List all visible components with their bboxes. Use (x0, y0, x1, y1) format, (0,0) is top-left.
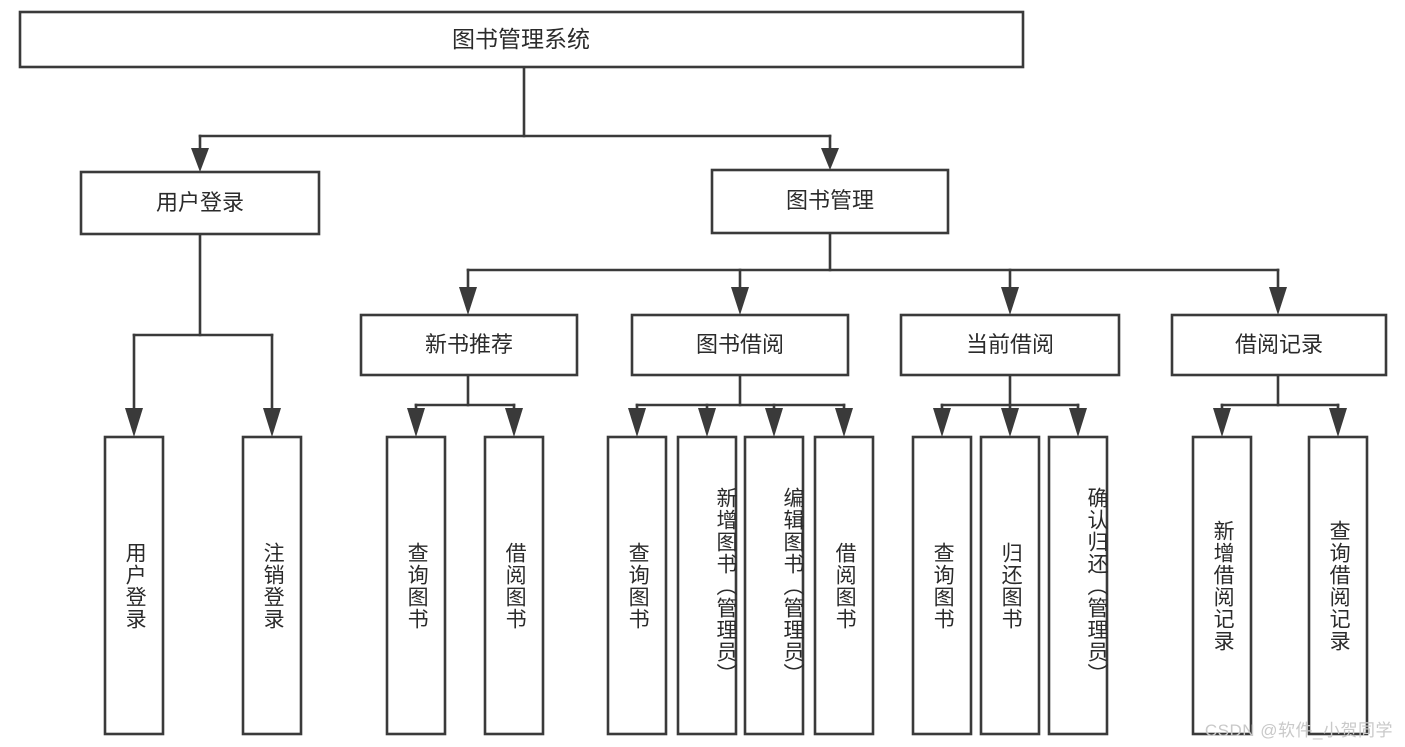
arrowhead-currentborrow-leaf-2 (1001, 408, 1019, 437)
arrowhead-borrow-record (1269, 287, 1287, 315)
node-root[interactable]: 图书管理系统 (18, 10, 1025, 69)
node-user-login-label: 用户登录 (156, 190, 244, 215)
leaf-box-currentborrow-return[interactable] (979, 435, 1041, 736)
arrowhead-leaf-user-login (125, 408, 143, 437)
arrowhead-book-manage (821, 148, 839, 170)
node-book-manage-label: 图书管理 (786, 188, 874, 213)
leaf-box-borrowbook-lend[interactable] (813, 435, 875, 736)
node-borrow-book-label: 图书借阅 (696, 332, 784, 357)
leaf-box-borrowbook-query[interactable] (606, 435, 668, 736)
node-user-login-box[interactable] (79, 170, 321, 236)
arrowhead-user-login (191, 148, 209, 172)
node-new-book-box[interactable] (359, 313, 579, 377)
arrowhead-currentborrow-leaf-1 (933, 408, 951, 437)
node-book-manage-box[interactable] (710, 168, 950, 235)
node-new-book-label: 新书推荐 (425, 332, 513, 357)
csdn-watermark: CSDN @软件_小贺同学 (1204, 721, 1393, 740)
leaf-box-group (103, 435, 1369, 736)
leaf-box-currentborrow-confirm[interactable] (1047, 435, 1109, 736)
leaf-box-newbook-query[interactable] (385, 435, 447, 736)
arrowhead-borrowrecord-leaf-2 (1329, 408, 1347, 437)
leaf-box-borrowbook-edit[interactable] (743, 435, 805, 736)
arrowhead-currentborrow-leaf-3 (1069, 408, 1087, 437)
node-borrow-record[interactable]: 借阅记录 (1170, 313, 1388, 377)
connector-group (125, 65, 1347, 437)
node-borrow-book[interactable]: 图书借阅 (630, 313, 850, 377)
arrowhead-newbook-leaf-1 (407, 408, 425, 437)
arrowhead-leaf-logout (263, 408, 281, 437)
node-borrow-record-label: 借阅记录 (1235, 332, 1323, 357)
node-book-manage[interactable]: 图书管理 (710, 168, 950, 235)
leaf-box-borrowbook-add[interactable] (676, 435, 738, 736)
leaf-box-record-add[interactable] (1191, 435, 1253, 736)
arrowhead-newbook-leaf-2 (505, 408, 523, 437)
arrowhead-current-borrow (1001, 287, 1019, 315)
node-borrow-book-box[interactable] (630, 313, 850, 377)
leaf-box-currentborrow-query[interactable] (911, 435, 973, 736)
node-user-login[interactable]: 用户登录 (79, 170, 321, 236)
leaf-box-newbook-borrow[interactable] (483, 435, 545, 736)
arrowhead-new-book (459, 287, 477, 315)
node-root-box[interactable] (18, 10, 1025, 69)
arrowhead-borrowrecord-leaf-1 (1213, 408, 1231, 437)
node-borrow-record-box[interactable] (1170, 313, 1388, 377)
node-new-book[interactable]: 新书推荐 (359, 313, 579, 377)
arrowhead-borrowbook-leaf-4 (835, 408, 853, 437)
arrowhead-borrowbook-leaf-3 (765, 408, 783, 437)
arrowhead-borrow-book (731, 287, 749, 315)
node-current-borrow-label: 当前借阅 (966, 332, 1054, 357)
leaf-box-user-login[interactable] (103, 435, 165, 736)
node-current-borrow[interactable]: 当前借阅 (899, 313, 1121, 377)
node-current-borrow-box[interactable] (899, 313, 1121, 377)
arrowhead-borrowbook-leaf-1 (628, 408, 646, 437)
leaf-box-logout[interactable] (241, 435, 303, 736)
node-root-label: 图书管理系统 (452, 26, 590, 52)
arrowhead-borrowbook-leaf-2 (698, 408, 716, 437)
leaf-box-record-query[interactable] (1307, 435, 1369, 736)
